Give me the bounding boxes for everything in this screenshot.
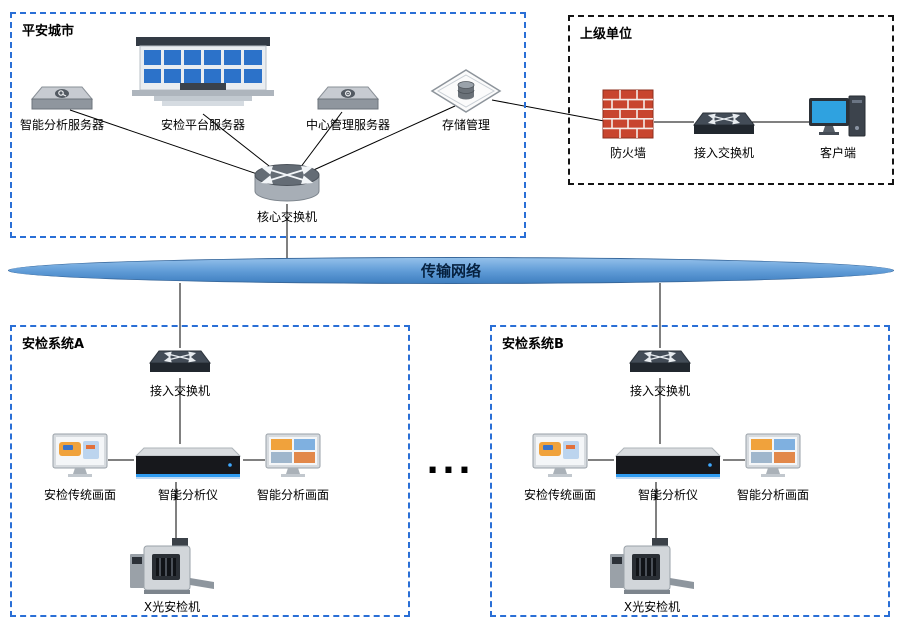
node-system-b-traditional-screen: 安检传统画面 (500, 432, 620, 503)
group-safe-city-label: 平安城市 (22, 24, 75, 39)
node-label: 接入交换机 (629, 384, 690, 398)
node-storage: 存储管理 (406, 66, 526, 133)
node-label: X光安检机 (143, 600, 201, 614)
node-label: 接入交换机 (149, 384, 210, 398)
node-analysis-server: 智能分析服务器 (2, 80, 122, 133)
transport-network-label: 传输网络 (420, 262, 481, 280)
node-client: 客户端 (778, 84, 898, 161)
node-label: 安检传统画面 (43, 488, 116, 502)
transport-network-band: 传输网络 (8, 257, 894, 284)
node-label: 安检平台服务器 (160, 118, 245, 132)
node-system-b-xray-machine: X光安检机 (592, 538, 712, 615)
node-label: 核心交换机 (256, 210, 317, 224)
monitor-analysis-icon (264, 432, 322, 484)
node-label: 防火墙 (609, 146, 646, 160)
node-label: 客户端 (819, 146, 856, 160)
node-system-a-xray-machine: X光安检机 (112, 538, 232, 615)
access-switch-icon (148, 346, 212, 380)
node-label: 智能分析画面 (256, 488, 329, 502)
node-core-switch: 核心交换机 (227, 160, 347, 225)
node-system-b-analysis-screen: 智能分析画面 (713, 432, 833, 503)
access-switch-icon (628, 346, 692, 380)
node-firewall: 防火墙 (568, 84, 688, 161)
node-label: 中心管理服务器 (305, 118, 390, 132)
group-system-a: 安检系统A (10, 325, 410, 617)
group-safe-city: 平安城市 (10, 12, 526, 238)
monitor-scan-icon (51, 432, 109, 484)
management-server-icon (316, 80, 380, 114)
node-management-server: 中心管理服务器 (288, 80, 408, 133)
xray-machine-icon (126, 538, 218, 596)
group-system-b: 安检系统B (490, 325, 890, 617)
client-computer-icon (807, 84, 869, 142)
monitor-scan-icon (531, 432, 589, 484)
analysis-server-icon (30, 80, 94, 114)
node-label: 接入交换机 (693, 146, 754, 160)
group-system-a-label: 安检系统A (22, 337, 85, 352)
group-superior-unit: 上级单位 (568, 15, 894, 185)
analyzer-box-icon (132, 440, 244, 484)
group-superior-unit-label: 上级单位 (580, 27, 633, 42)
node-label: 智能分析仪 (637, 488, 698, 502)
storage-icon (430, 66, 502, 114)
node-platform-server: 安检平台服务器 (123, 34, 283, 133)
firewall-icon (600, 84, 656, 142)
analyzer-box-icon (612, 440, 724, 484)
node-system-a-traditional-screen: 安检传统画面 (20, 432, 140, 503)
node-system-a-analyzer: 智能分析仪 (128, 440, 248, 503)
node-system-b-analyzer: 智能分析仪 (608, 440, 728, 503)
node-label: 智能分析画面 (736, 488, 809, 502)
node-system-b-access-switch: 接入交换机 (600, 346, 720, 399)
node-label: X光安检机 (623, 600, 681, 614)
node-superior-access-switch: 接入交换机 (664, 84, 784, 161)
node-system-a-analysis-screen: 智能分析画面 (233, 432, 353, 503)
building-icon (128, 34, 278, 114)
core-switch-icon (251, 160, 323, 206)
monitor-analysis-icon (744, 432, 802, 484)
xray-machine-icon (606, 538, 698, 596)
node-label: 智能分析服务器 (19, 118, 104, 132)
node-label: 智能分析仪 (157, 488, 218, 502)
more-systems-ellipsis: ... (426, 442, 474, 482)
access-switch-icon (692, 84, 756, 142)
node-label: 安检传统画面 (523, 488, 596, 502)
node-label: 存储管理 (441, 118, 490, 132)
node-system-a-access-switch: 接入交换机 (120, 346, 240, 399)
group-system-b-label: 安检系统B (502, 337, 564, 352)
